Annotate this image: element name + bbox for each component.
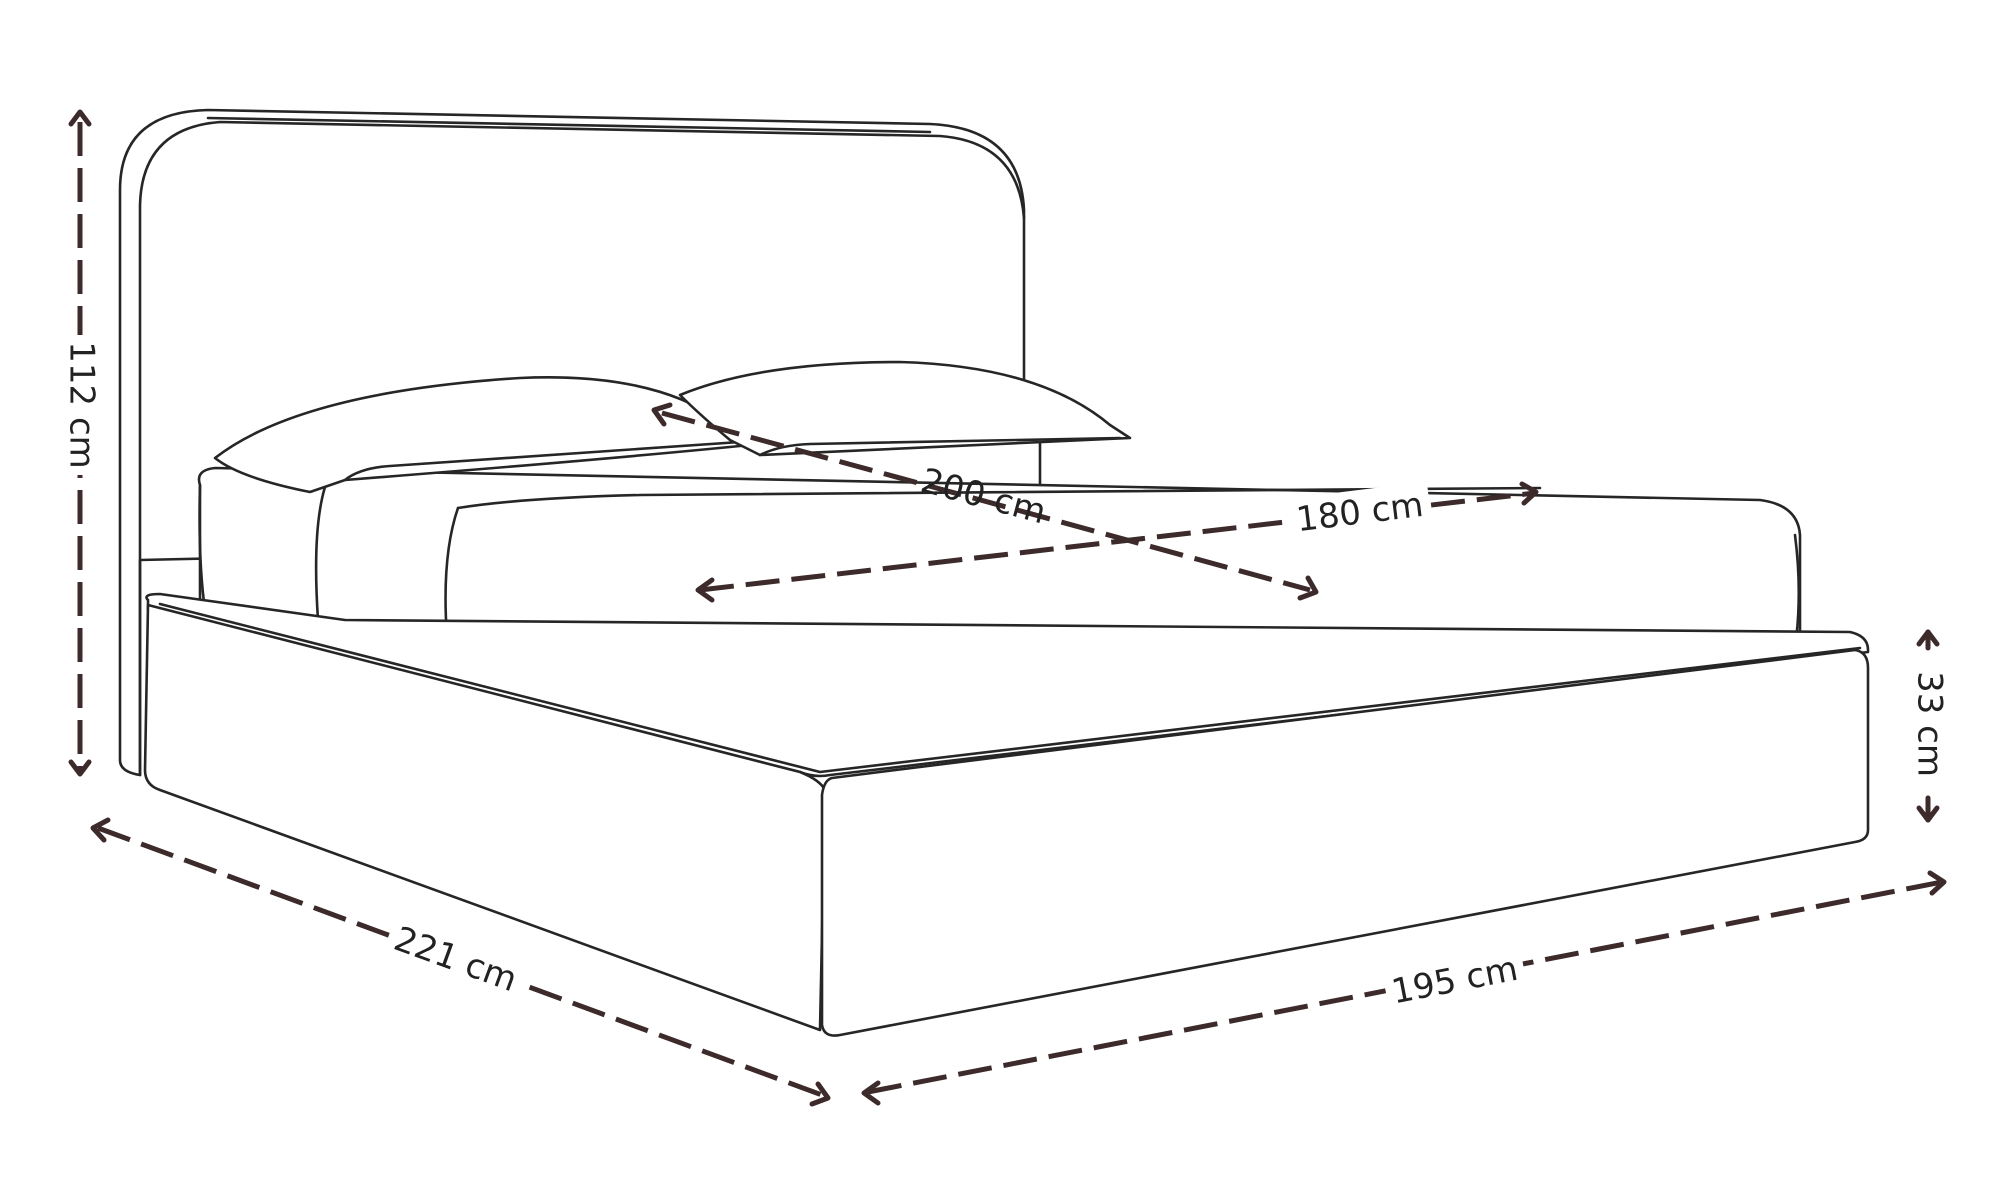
pillow-right-seam <box>758 436 1122 457</box>
base-front-side <box>820 648 1870 1037</box>
pillow-left-seam <box>343 440 742 482</box>
height-112-dimension: 112 cm <box>60 109 102 777</box>
base-top <box>145 592 1870 778</box>
headboard-front-edge <box>138 120 1026 777</box>
mattress-top-edge <box>198 483 207 612</box>
pillow-right <box>678 360 1132 457</box>
base-left-side <box>143 603 827 1032</box>
height-112-label: 112 cm <box>62 341 102 469</box>
base-rim-line <box>158 602 1862 774</box>
sheet-fold-1 <box>314 485 327 622</box>
mattress-side-right <box>1793 533 1801 642</box>
bed-illustration <box>118 108 1870 1037</box>
length-221-label: 221 cm <box>389 919 523 1000</box>
headboard-top-seam <box>206 116 932 134</box>
duvet-edge <box>456 486 1542 510</box>
base-height-33-label: 33 cm <box>1910 671 1950 777</box>
base-height-33-dimension: 33 cm <box>1910 629 1950 823</box>
